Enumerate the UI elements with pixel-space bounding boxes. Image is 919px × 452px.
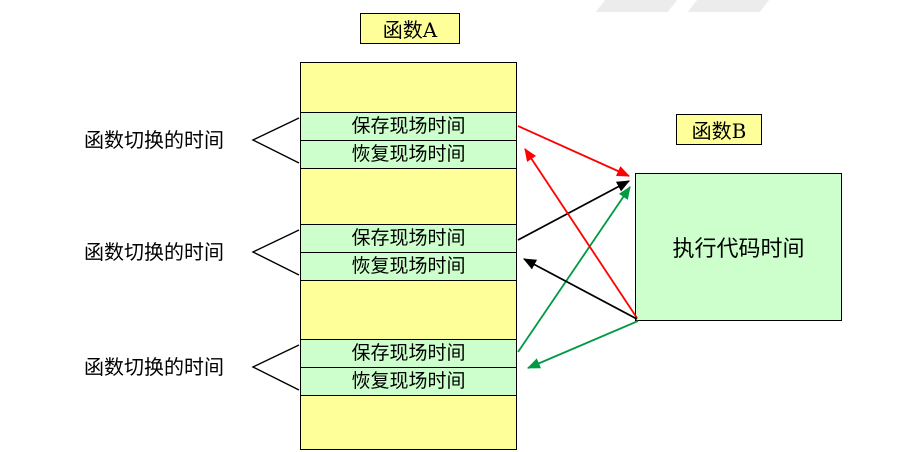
save-context-label-2: 保存现场时间: [351, 227, 466, 249]
switch-time-label-1: 函数切换的时间: [84, 128, 224, 152]
brace-group-2: [251, 229, 300, 276]
restore-context-label-1: 恢复现场时间: [351, 143, 466, 165]
execution-time-label: 执行代码时间: [672, 237, 805, 262]
restore-context-box-1: 恢复现场时间: [300, 140, 517, 169]
brace-group-1: [251, 117, 300, 164]
restore-context-box-3: 恢复现场时间: [300, 367, 517, 396]
function-b-title-label: 函数B: [691, 119, 747, 143]
call-arrow-red: [517, 125, 630, 177]
restore-context-box-2: 恢复现场时间: [300, 252, 517, 281]
brace-group-3: [251, 344, 300, 391]
return-arrow-green: [527, 320, 639, 369]
save-context-box-2: 保存现场时间: [300, 224, 517, 253]
function-a-title-box: 函数A: [360, 13, 460, 44]
save-context-box-3: 保存现场时间: [300, 339, 517, 368]
restore-context-label-2: 恢复现场时间: [351, 255, 466, 277]
watermark-shape: [687, 0, 773, 12]
restore-context-label-3: 恢复现场时间: [351, 370, 466, 392]
call-arrow-green: [517, 186, 631, 353]
switch-time-label-3: 函数切换的时间: [84, 355, 224, 379]
function-b-title-box: 函数B: [676, 114, 762, 145]
function-a-title-label: 函数A: [382, 18, 438, 42]
function-b-execution-box: 执行代码时间: [635, 173, 842, 321]
save-context-label-1: 保存现场时间: [351, 115, 466, 137]
switch-time-label-2: 函数切换的时间: [84, 240, 224, 264]
watermark-shape: [595, 0, 681, 12]
save-context-box-1: 保存现场时间: [300, 112, 517, 141]
save-context-label-3: 保存现场时间: [351, 342, 466, 364]
return-arrow-black: [523, 258, 638, 320]
return-arrow-red: [524, 148, 638, 319]
call-arrow-black: [517, 180, 630, 241]
